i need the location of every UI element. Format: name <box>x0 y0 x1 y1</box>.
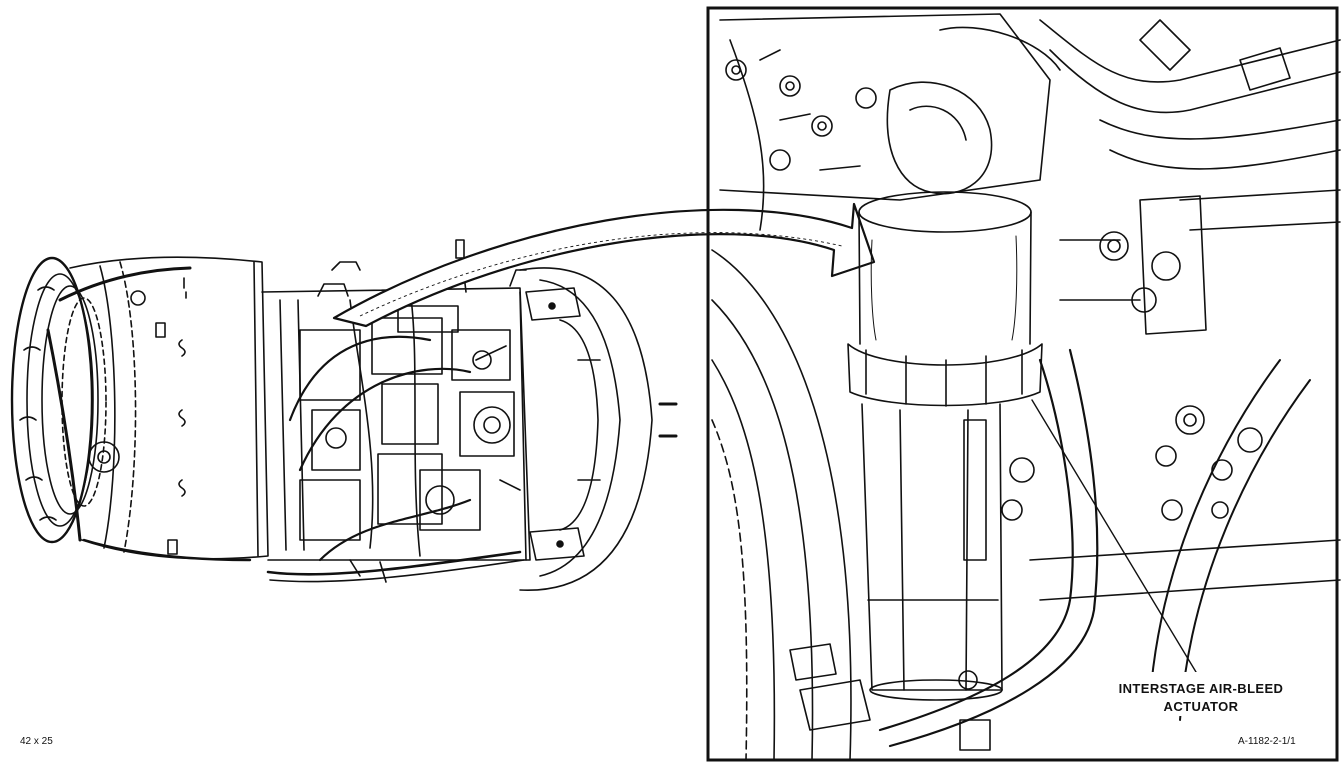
figure-size-note: 42 x 25 <box>20 736 53 747</box>
compressor-section <box>261 261 531 583</box>
inlet-housing <box>46 256 269 562</box>
actuator-pedestal <box>861 403 1003 701</box>
engine-drawing <box>10 239 678 591</box>
actuator-body <box>847 191 1043 407</box>
pointer-arrow <box>332 202 876 328</box>
detail-frame <box>706 6 1339 762</box>
figure-id-label: A-1182-2-1/1 <box>1238 736 1296 747</box>
callout-label: INTERSTAGE AIR-BLEED ACTUATOR <box>1070 680 1332 716</box>
figure-id-backing <box>1232 730 1332 750</box>
callout-label-line1: INTERSTAGE AIR-BLEED <box>1118 681 1284 696</box>
callout-backing <box>1066 672 1334 716</box>
callout-label-line2: ACTUATOR <box>1163 699 1239 714</box>
detail-view <box>706 6 1341 762</box>
output-section <box>519 267 678 591</box>
side-fittings <box>1001 195 1263 521</box>
front-flange <box>10 256 107 544</box>
callout-leader <box>1031 399 1197 673</box>
upper-housing <box>719 13 1061 201</box>
lower-tubes <box>789 348 1341 751</box>
upper-pipes <box>1039 19 1341 231</box>
casing-band <box>711 39 852 761</box>
